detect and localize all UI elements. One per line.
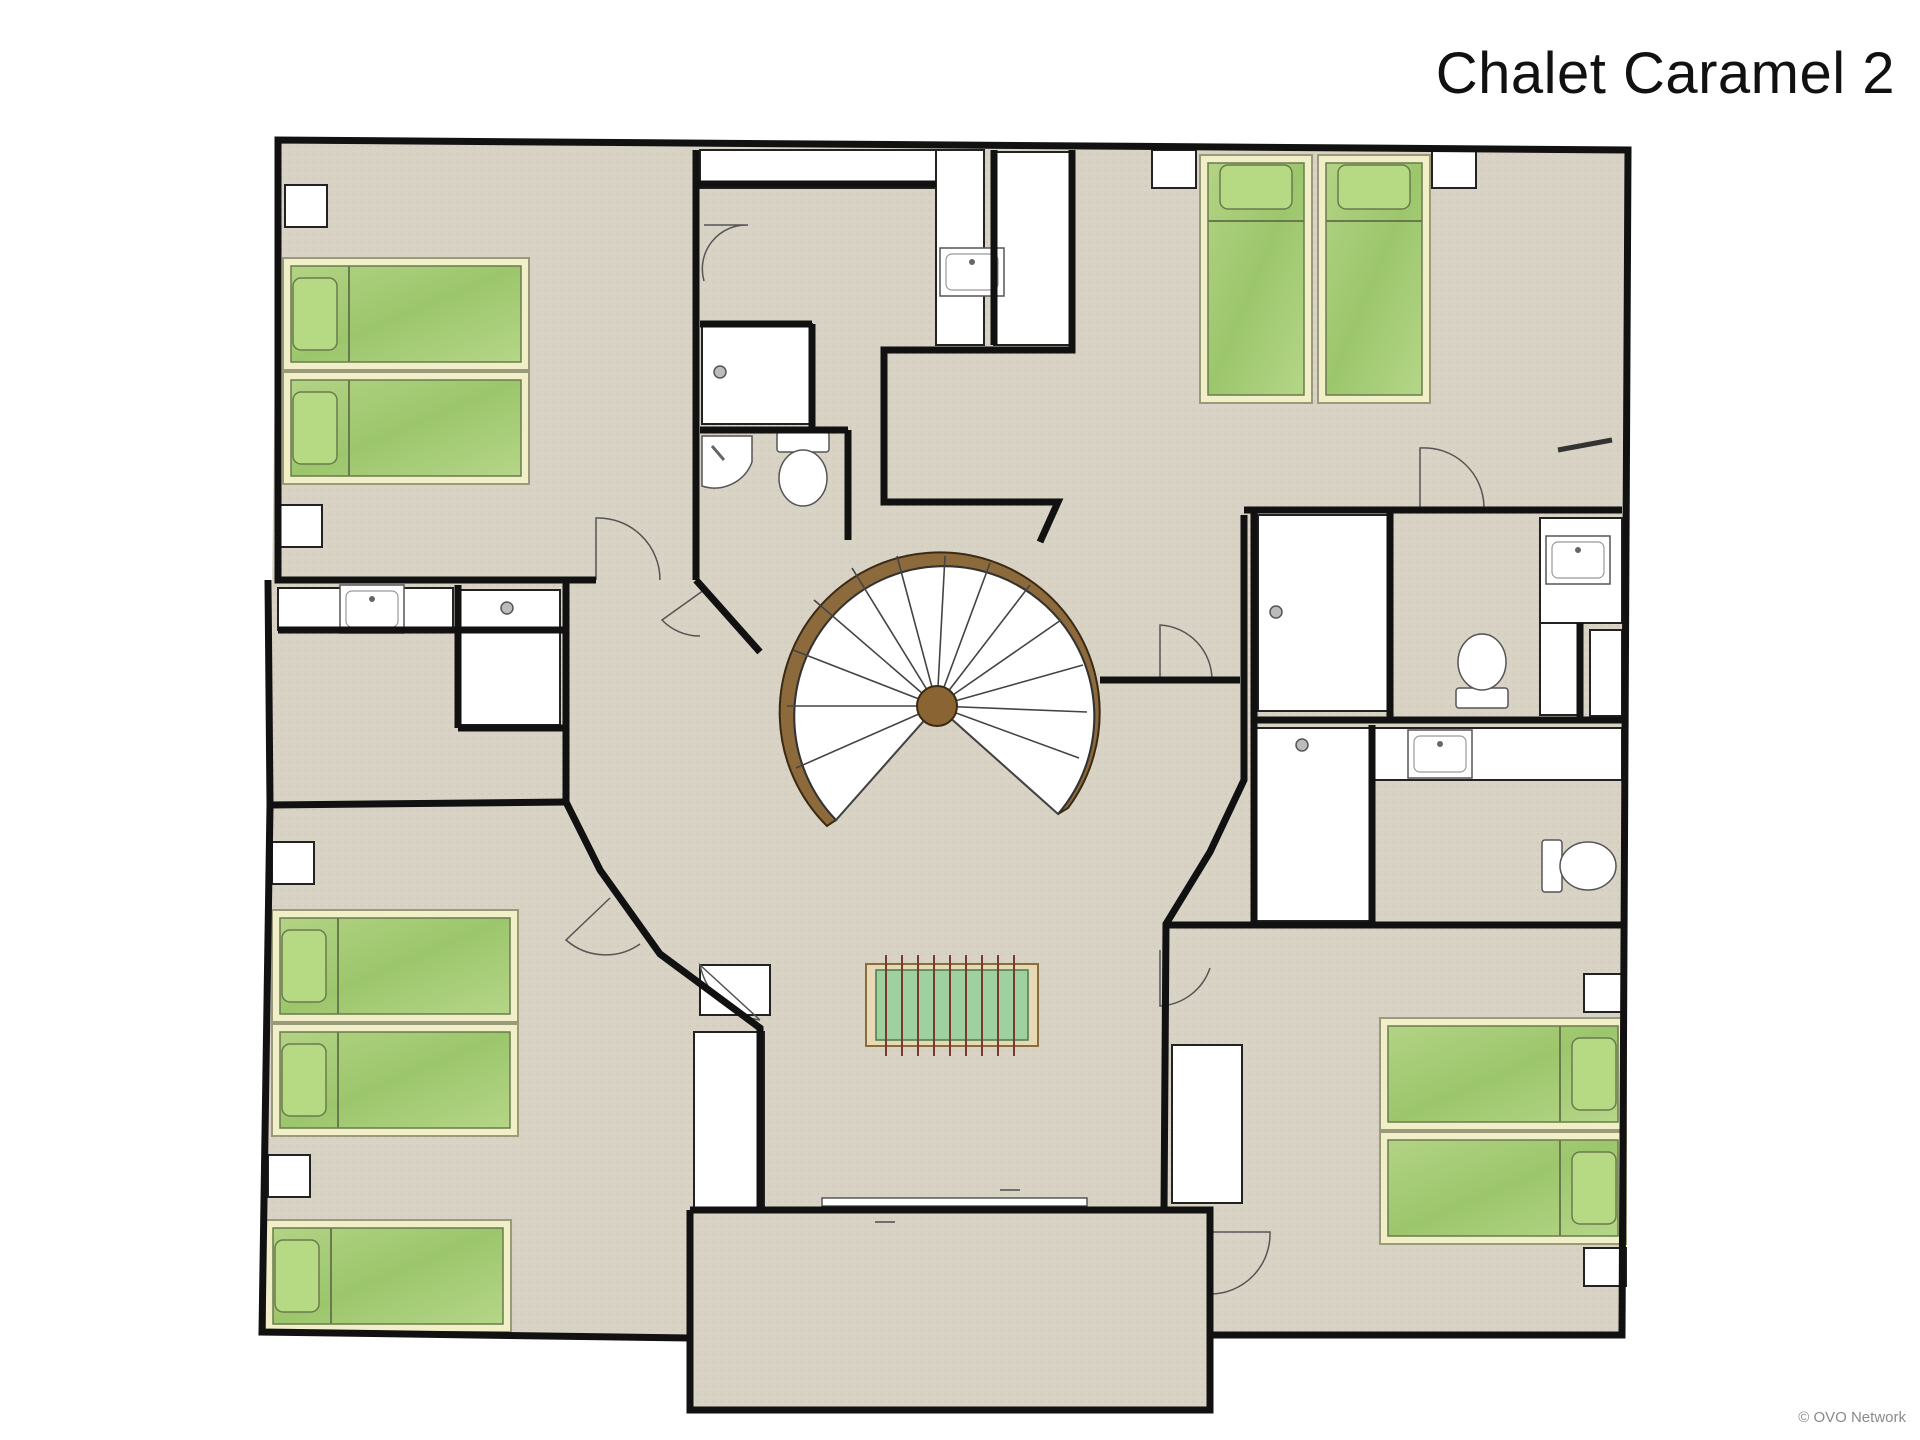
shower-drains bbox=[500, 365, 1309, 752]
shower-icon bbox=[713, 365, 727, 379]
wardrobe-center bbox=[693, 1031, 765, 1211]
door-icon bbox=[595, 517, 661, 581]
spiral-staircase-icon bbox=[778, 551, 1101, 828]
door-icon bbox=[660, 589, 705, 637]
foosball-table-icon bbox=[865, 955, 1039, 1056]
door-icon bbox=[1159, 624, 1213, 681]
single-bed-icon bbox=[271, 909, 519, 1023]
door-icon bbox=[1419, 447, 1485, 508]
sink-icon bbox=[701, 435, 753, 489]
door-icon bbox=[1209, 1231, 1271, 1295]
floor bbox=[262, 140, 1628, 1408]
single-bed-icon bbox=[1317, 154, 1431, 404]
toilet-icon bbox=[1455, 633, 1509, 709]
page-title: Chalet Caramel 2 bbox=[1435, 41, 1895, 106]
door-icon bbox=[701, 224, 749, 282]
shower-icon bbox=[1269, 605, 1283, 619]
sink-icon bbox=[1545, 535, 1611, 585]
sinks bbox=[339, 247, 1611, 779]
walls bbox=[258, 136, 1632, 1414]
single-bed-icon bbox=[282, 371, 530, 485]
single-bed-icon bbox=[282, 257, 530, 371]
copyright-notice: © OVO Network bbox=[1798, 1409, 1906, 1426]
single-bed-icon bbox=[271, 1023, 519, 1137]
single-bed-icon bbox=[1379, 1131, 1627, 1245]
toilet-icon bbox=[776, 431, 830, 507]
shower-icon bbox=[500, 601, 514, 615]
sliding-door-icon bbox=[821, 1189, 1088, 1223]
sink-icon bbox=[339, 584, 405, 634]
shower-tray-right-top bbox=[1257, 514, 1389, 712]
sink-icon bbox=[1407, 729, 1473, 779]
single-bed-icon bbox=[1379, 1017, 1627, 1131]
door-icon bbox=[564, 897, 641, 956]
single-bed-icon bbox=[1199, 154, 1313, 404]
single-bed-icon bbox=[264, 1219, 512, 1333]
wardrobe-right bbox=[1171, 1044, 1243, 1204]
toilet-icon bbox=[1541, 839, 1617, 893]
shower-icon bbox=[1295, 738, 1309, 752]
shower-tray-right-bottom bbox=[1255, 727, 1373, 922]
